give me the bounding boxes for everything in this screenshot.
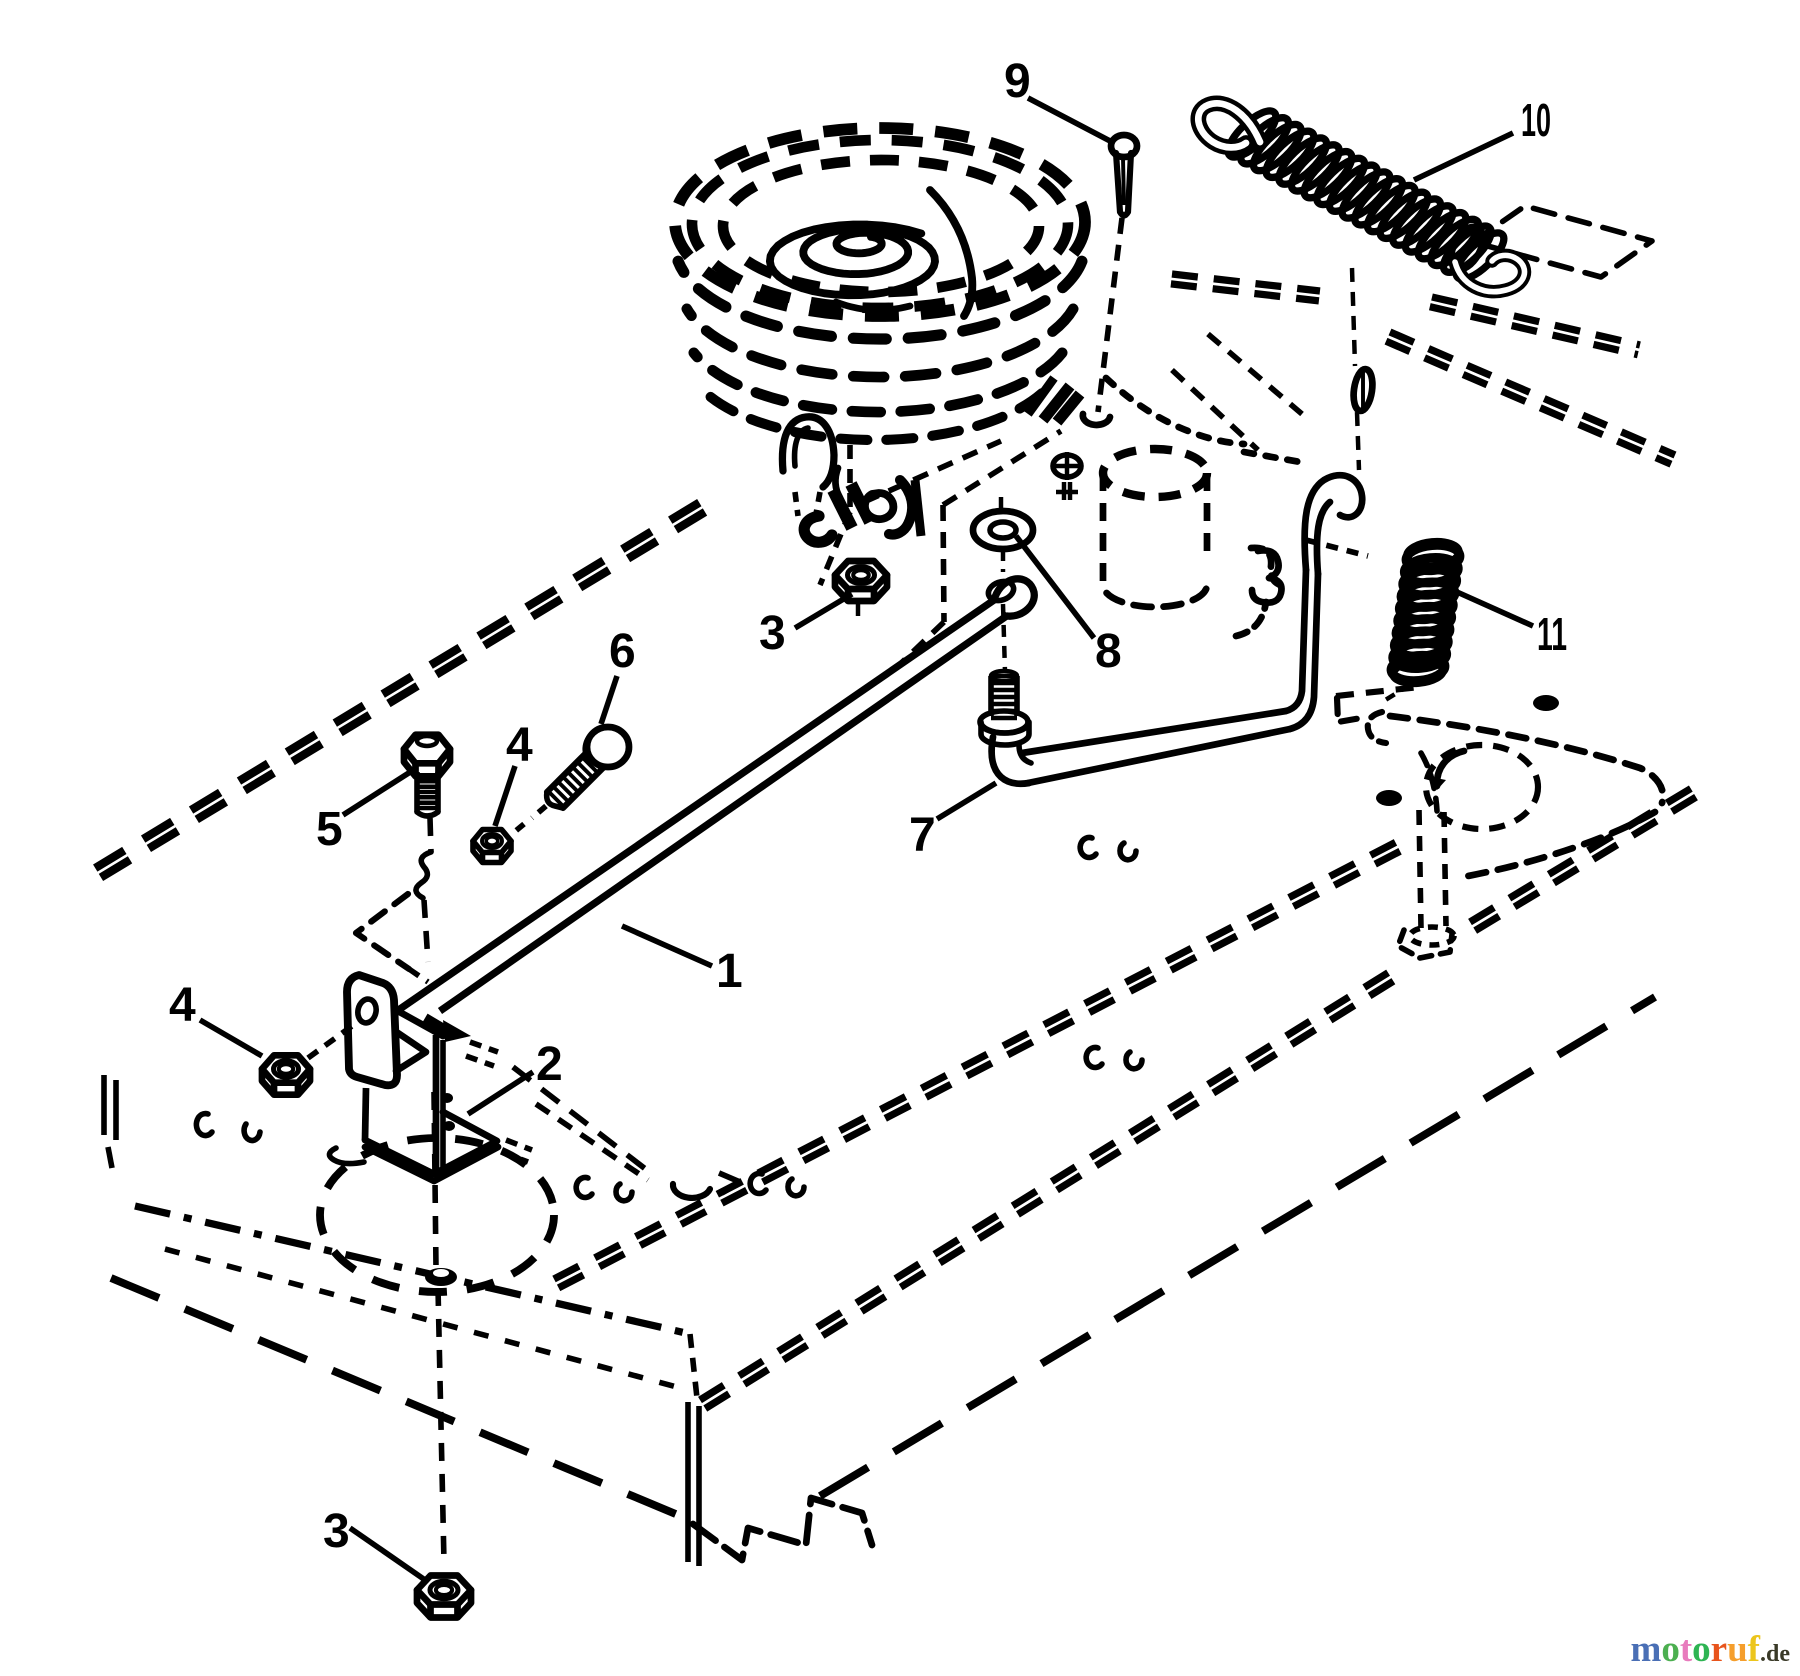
svg-text:1: 1 <box>716 945 743 998</box>
svg-text:3: 3 <box>323 1505 350 1558</box>
svg-text:10: 10 <box>1521 94 1551 146</box>
svg-text:3: 3 <box>759 607 786 660</box>
svg-text:4: 4 <box>506 719 533 772</box>
svg-text:4: 4 <box>169 979 196 1032</box>
svg-text:11: 11 <box>1537 608 1567 660</box>
svg-text:9: 9 <box>1004 55 1031 108</box>
svg-text:6: 6 <box>609 625 636 678</box>
svg-text:8: 8 <box>1095 625 1122 678</box>
svg-text:7: 7 <box>909 809 936 862</box>
svg-text:2: 2 <box>536 1038 563 1091</box>
svg-text:5: 5 <box>316 803 343 856</box>
